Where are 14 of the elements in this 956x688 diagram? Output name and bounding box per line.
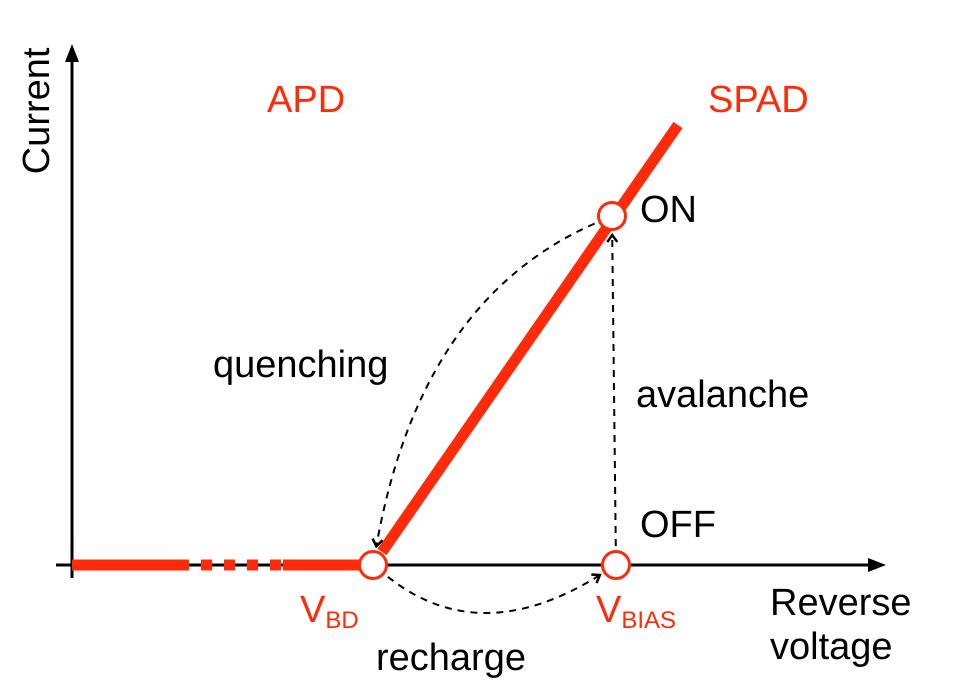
edge-label: avalanche [636,375,810,417]
state-label: OFF [640,505,716,547]
dashed-arrow [372,222,596,548]
region-label: APD [267,80,346,122]
voltage-label: V$_{BIAS}$ [596,590,676,632]
state-label: ON [640,190,697,232]
edge-label: quenching [213,345,388,387]
dashed-arrow [387,573,602,614]
voltage-label: V$_{BD}$ [300,590,359,632]
axis-title: Reverse voltage [770,582,912,670]
edge-label: recharge [376,638,526,680]
axis-title: Current [17,46,59,176]
region-label: SPAD [708,80,809,122]
dashed-arrow [606,234,619,546]
